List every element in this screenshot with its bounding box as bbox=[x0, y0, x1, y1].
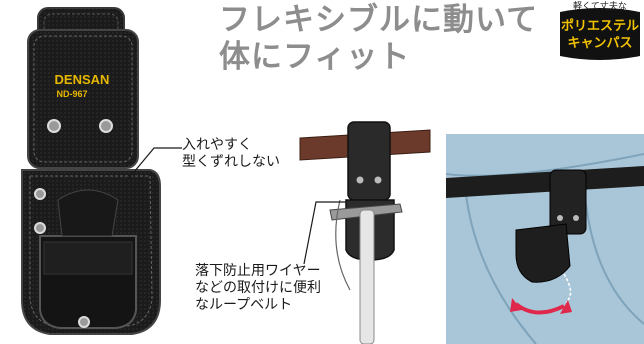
badge-line2: キャンパス bbox=[567, 35, 632, 50]
badge-line1: ポリエステル bbox=[561, 18, 639, 33]
material-badge: 軽くて丈夫な ポリエステル キャンパス bbox=[556, 0, 644, 64]
headline-line2: 体にフィット bbox=[219, 39, 411, 75]
jeans-illustration bbox=[446, 134, 644, 344]
callout-loop-line2: などの取付けに便利 bbox=[195, 280, 321, 296]
callout-shape-line bbox=[123, 147, 182, 185]
callout-shape-line2: 型くずれしない bbox=[182, 154, 280, 170]
callout-loop: 落下防止用ワイヤー などの取付けに便利 なループベルト bbox=[195, 263, 321, 314]
holster-product-image: DENSAN ND-967 bbox=[21, 7, 161, 335]
badge-top: 軽くて丈夫な bbox=[573, 0, 627, 11]
model-number: ND-967 bbox=[56, 89, 87, 99]
belt-illustration bbox=[299, 121, 431, 344]
callout-shape-line1: 入れやすく bbox=[182, 137, 252, 153]
callout-loop-line bbox=[303, 201, 346, 265]
headline-line1: フレキシブルに動いて bbox=[219, 2, 539, 38]
callout-loop-line1: 落下防止用ワイヤー bbox=[195, 263, 321, 279]
callout-loop-line3: なループベルト bbox=[195, 297, 293, 313]
brand-name: DENSAN bbox=[55, 72, 110, 87]
badge-shape: 軽くて丈夫な ポリエステル キャンパス bbox=[560, 0, 640, 60]
headline: フレキシブルに動いて 体にフィット bbox=[219, 2, 538, 76]
callout-shape: 入れやすく 型くずれしない bbox=[182, 137, 280, 171]
